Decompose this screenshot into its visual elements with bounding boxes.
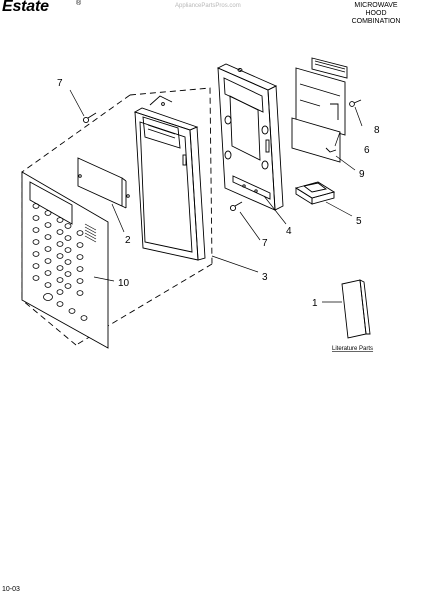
callout-2: 2 xyxy=(125,235,131,246)
screw-top-left xyxy=(82,112,97,124)
control-panel-overlay xyxy=(21,171,109,349)
callout-4: 4 xyxy=(286,226,292,237)
watermark: AppliancePartsPros.com xyxy=(175,3,241,9)
door-window-panel xyxy=(77,157,130,209)
door-frame xyxy=(133,95,206,261)
literature-parts-label: Literature Parts xyxy=(332,346,373,352)
ribbon-cable xyxy=(84,223,97,243)
callout-6: 6 xyxy=(364,145,370,156)
circuit-board xyxy=(295,57,348,136)
callout-8: 8 xyxy=(374,125,380,136)
screw-mid xyxy=(229,201,243,212)
leader-lines xyxy=(69,89,363,303)
literature-booklet xyxy=(341,279,371,339)
callout-5: 5 xyxy=(356,216,362,227)
callout-labels: 7 2 3 4 5 6 7 8 9 10 1 Literature Parts xyxy=(57,78,380,352)
diagram-title: MICROWAVE HOOD COMBINATION xyxy=(336,2,416,26)
control-housing xyxy=(216,63,284,211)
callout-9: 9 xyxy=(359,169,365,180)
keypad-buttons xyxy=(32,203,88,321)
title-line-2: HOOD xyxy=(365,10,387,17)
title-line-1: MICROWAVE xyxy=(354,2,398,9)
callout-3: 3 xyxy=(262,272,268,283)
registered-mark: ® xyxy=(76,0,82,7)
latch-bracket xyxy=(294,181,336,205)
title-line-3: COMBINATION xyxy=(351,18,401,25)
insulator-sheet xyxy=(291,117,341,163)
callout-10: 10 xyxy=(118,278,130,289)
callout-1: 1 xyxy=(312,298,318,309)
brand-logo: Estate xyxy=(2,0,49,15)
callout-7-mid: 7 xyxy=(262,238,268,249)
callout-7-top: 7 xyxy=(57,78,63,89)
screw-board xyxy=(349,99,362,107)
revision-code: 10-03 xyxy=(2,586,20,593)
